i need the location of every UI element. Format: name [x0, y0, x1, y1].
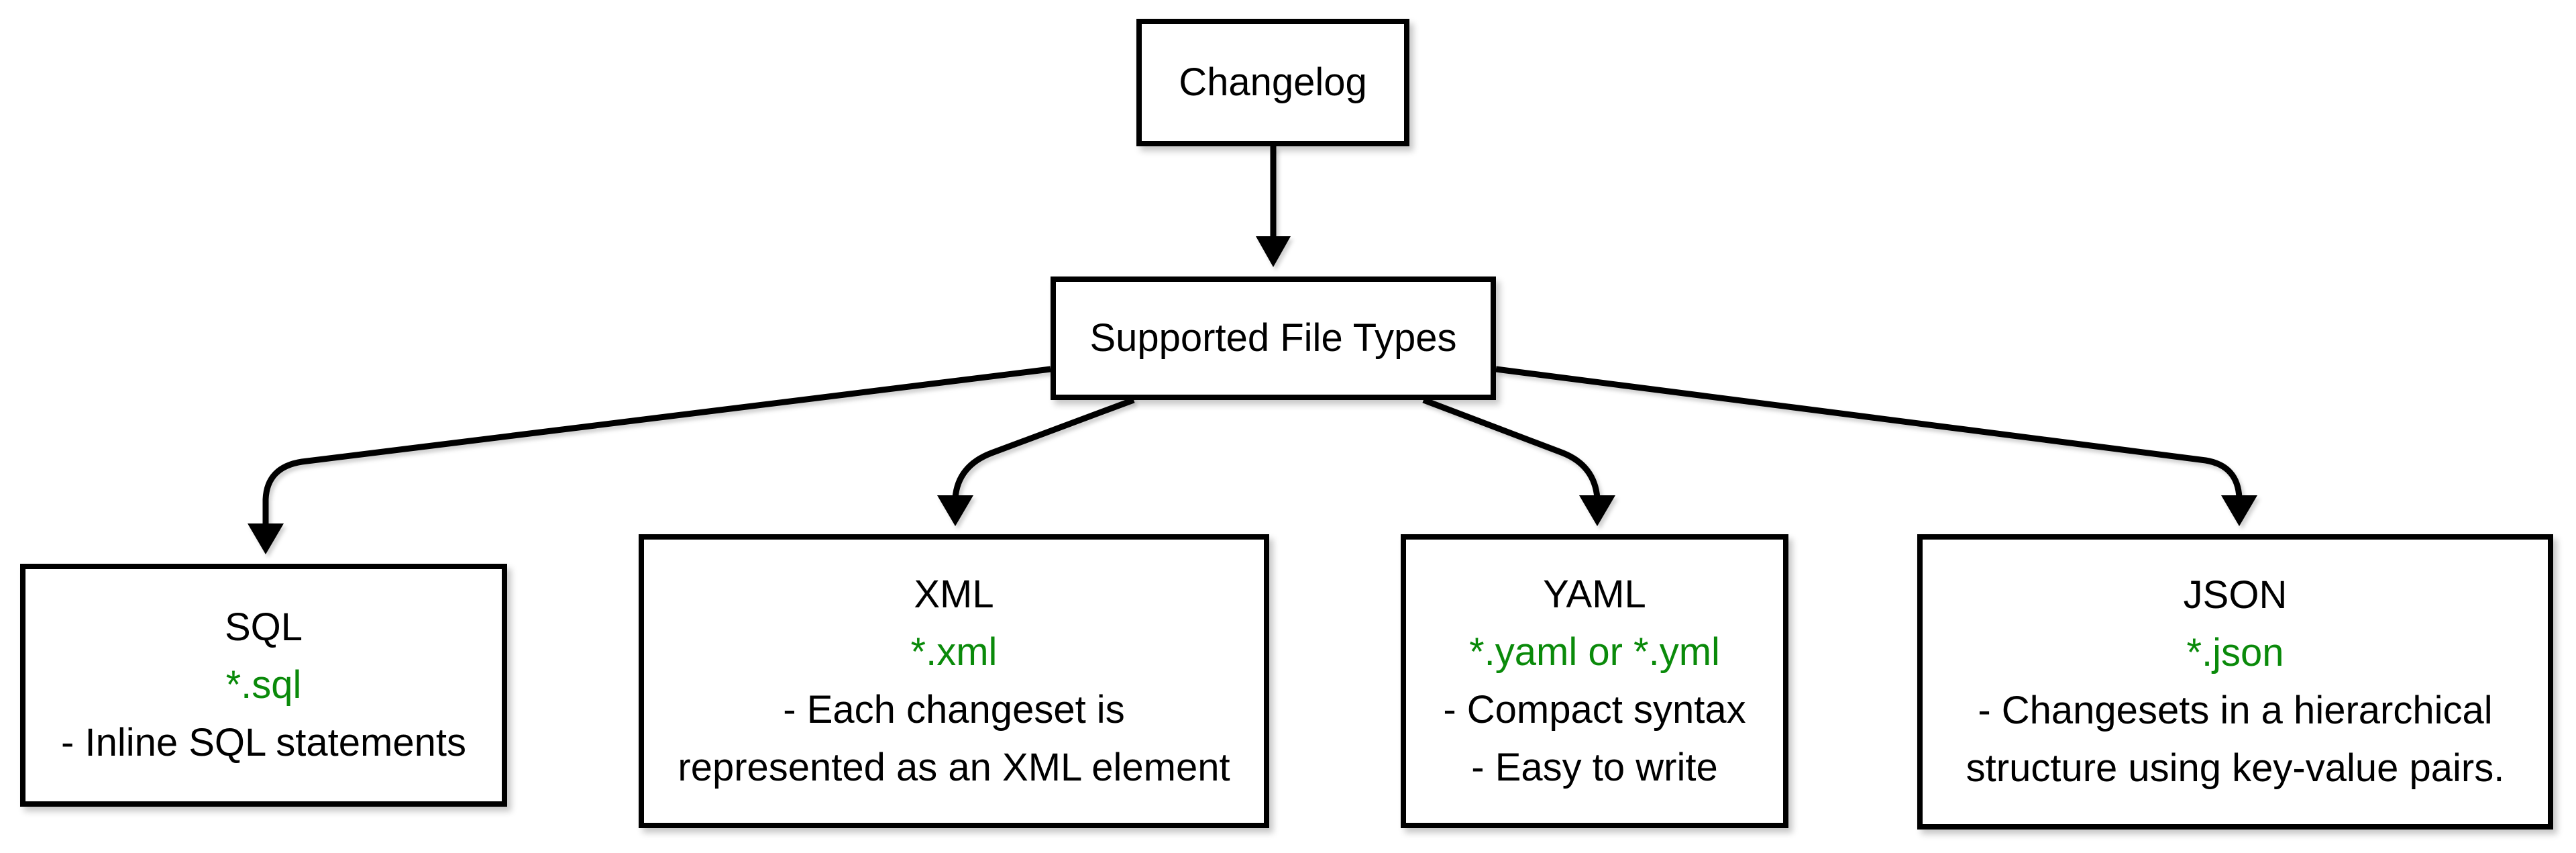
- node-changelog-label: Changelog: [1179, 60, 1367, 104]
- node-xml-title: XML: [914, 572, 994, 616]
- node-yaml-description-line: - Easy to write: [1471, 746, 1718, 789]
- node-yaml-extension: *.yaml or *.yml: [1469, 630, 1720, 674]
- node-sql-description-line: - Inline SQL statements: [61, 721, 466, 764]
- node-xml: XML *.xml - Each changeset is represente…: [639, 534, 1269, 828]
- node-sql-extension: *.sql: [225, 663, 302, 707]
- node-sql: SQL *.sql - Inline SQL statements: [20, 564, 507, 807]
- node-yaml-title: YAML: [1543, 572, 1646, 616]
- node-sql-title: SQL: [224, 605, 303, 649]
- node-json-description-line: structure using key-value pairs.: [1966, 746, 2505, 790]
- node-supported-file-types-label: Supported File Types: [1089, 316, 1457, 360]
- node-supported-file-types: Supported File Types: [1051, 277, 1496, 400]
- arrow-supported-file-types-to-sql: [248, 366, 1051, 554]
- node-xml-description-line: represented as an XML element: [678, 746, 1230, 789]
- node-json: JSON *.json - Changesets in a hierarchic…: [1917, 534, 2553, 830]
- node-json-extension: *.json: [2186, 631, 2284, 674]
- arrow-supported-file-types-to-json: [1495, 366, 2257, 526]
- node-changelog: Changelog: [1136, 19, 1409, 146]
- node-yaml: YAML *.yaml or *.yml - Compact syntax - …: [1401, 534, 1788, 828]
- node-json-title: JSON: [2183, 573, 2288, 617]
- arrow-supported-file-types-to-xml: [937, 397, 1135, 526]
- node-xml-description-line: - Each changeset is: [783, 688, 1125, 732]
- arrow-changelog-to-supported-file-types: [1256, 146, 1291, 267]
- node-yaml-description-line: - Compact syntax: [1443, 688, 1746, 732]
- node-xml-extension: *.xml: [910, 630, 998, 674]
- arrow-supported-file-types-to-yaml: [1422, 397, 1615, 526]
- node-json-description-line: - Changesets in a hierarchical: [1978, 689, 2493, 732]
